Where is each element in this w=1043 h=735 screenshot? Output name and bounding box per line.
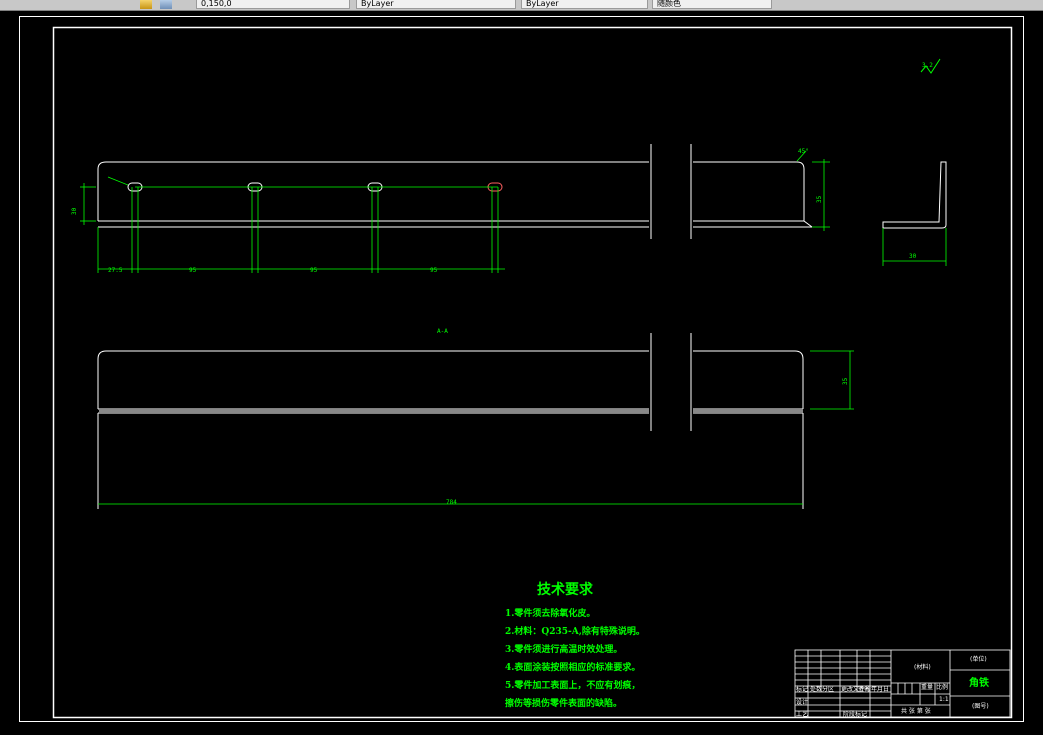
tb-row-process: 工艺 <box>796 711 809 718</box>
roughness-value: 3.2 <box>922 62 933 69</box>
tech-line: 1.零件须去除氧化皮。 <box>505 609 596 619</box>
dim-side-height: 35 <box>816 195 823 203</box>
dim-spacing-1: 95 <box>189 267 197 274</box>
tb-weight: 重量 <box>921 684 934 691</box>
hatch-left <box>99 409 649 413</box>
outer-frame <box>19 16 1024 722</box>
dim-front-height: 35 <box>842 377 849 385</box>
tb-col-sign: 签名 <box>858 686 871 693</box>
dim-angle: 45° <box>798 148 809 155</box>
dim-side-width: 30 <box>909 253 917 260</box>
tech-line: 4.表面涂装按照相应的标准要求。 <box>505 663 641 673</box>
side-view <box>882 161 947 229</box>
tb-part-name: 角铁 <box>969 678 989 689</box>
top-view <box>97 144 813 239</box>
tb-col-file: 更改文件号 <box>841 686 872 693</box>
plotstyle-dropdown[interactable]: 随颜色 <box>652 0 772 9</box>
tb-sheet: 共 张 第 张 <box>901 708 931 715</box>
tech-title: 技术要求 <box>537 582 593 598</box>
front-view <box>97 333 804 509</box>
cad-drawing <box>19 16 1024 722</box>
layer-state-icon[interactable] <box>140 0 152 9</box>
tb-unit: (单位) <box>970 656 987 663</box>
drawing-canvas[interactable]: 27.5 95 95 95 30 35 30 45° 3.2 A-A 784 3… <box>0 11 1043 735</box>
tech-line: 5.零件加工表面上，不应有划痕， <box>505 681 641 691</box>
tb-col-count: 处数 <box>810 686 823 693</box>
front-view-dims <box>98 350 854 505</box>
tb-ratio: 比例 <box>936 684 949 691</box>
tech-line: 擦伤等损伤零件表面的缺陷。 <box>505 699 623 709</box>
dim-height: 30 <box>71 207 78 215</box>
dim-spacing-3: 95 <box>430 267 438 274</box>
tb-material: (材料) <box>914 664 931 671</box>
hatch-right <box>693 409 803 413</box>
tb-scale: 1:1 <box>939 696 949 703</box>
tech-line: 2.材料：Q235-A,除有特殊说明。 <box>505 627 645 637</box>
side-view-dims <box>882 228 947 266</box>
title-block <box>794 649 1011 718</box>
tb-row-mark: 标记 <box>796 686 809 693</box>
tb-row-design: 设计 <box>796 699 809 706</box>
dim-spacing-2: 95 <box>310 267 318 274</box>
layer-properties-icon[interactable] <box>160 0 172 9</box>
tb-col-zone: 分区 <box>822 686 835 693</box>
roughness-symbol <box>920 58 941 74</box>
tech-requirements: 技术要求 1.零件须去除氧化皮。 2.材料：Q235-A,除有特殊说明。 3.零… <box>505 579 695 713</box>
dim-left-offset: 27.5 <box>108 267 123 274</box>
top-view-dims <box>80 150 830 273</box>
tb-code: (图号) <box>972 703 989 710</box>
lineweight-dropdown[interactable]: ByLayer <box>521 0 648 9</box>
linetype-dropdown[interactable]: ByLayer <box>356 0 516 9</box>
cad-toolbar: 0,150,0 ByLayer ByLayer 随颜色 <box>0 0 1043 11</box>
dim-length: 784 <box>446 499 457 506</box>
color-dropdown[interactable]: 0,150,0 <box>196 0 350 9</box>
inner-frame <box>52 26 1013 719</box>
section-label: A-A <box>437 328 448 335</box>
tb-stage: 阶段标记 <box>843 711 868 718</box>
tech-line: 3.零件须进行高温时效处理。 <box>505 645 623 655</box>
tb-col-date: 年月日 <box>871 686 890 693</box>
